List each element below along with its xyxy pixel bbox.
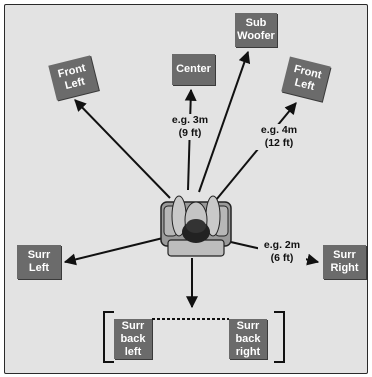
speaker-surr-right: Surr Right bbox=[323, 245, 366, 279]
speaker-surr-left: Surr Left bbox=[17, 245, 61, 279]
speaker-label: Front Left bbox=[292, 62, 323, 94]
speaker-label: Surr Left bbox=[27, 249, 51, 274]
distance-label-center: e.g. 3m (9 ft) bbox=[168, 114, 212, 140]
speaker-label: Front Left bbox=[56, 61, 87, 93]
arrow-center bbox=[184, 88, 197, 191]
speaker-label: Surr back right bbox=[235, 319, 261, 358]
distance-label-front: e.g. 4m (12 ft) bbox=[254, 124, 304, 150]
speaker-sub-woofer: Sub Woofer bbox=[235, 13, 277, 47]
speaker-label: Sub Woofer bbox=[237, 17, 275, 42]
speaker-label: Surr Right bbox=[330, 249, 359, 274]
arrow-sub-woofer bbox=[198, 50, 251, 193]
speaker-surr-back-left: Surr back left bbox=[114, 319, 152, 359]
listener-seat bbox=[160, 195, 232, 257]
speaker-center: Center bbox=[172, 54, 215, 85]
speaker-surr-back-right: Surr back right bbox=[229, 319, 267, 359]
arrow-front-left-inner bbox=[215, 102, 297, 201]
arrow-surr-left bbox=[63, 237, 164, 266]
bracket-right bbox=[274, 311, 285, 363]
arrow-front-left-outer bbox=[74, 99, 171, 199]
speaker-label: Surr back left bbox=[120, 319, 146, 358]
distance-label-side: e.g. 2m (6 ft) bbox=[258, 239, 306, 265]
speaker-label: Center bbox=[176, 63, 211, 75]
bracket-left bbox=[103, 311, 114, 363]
